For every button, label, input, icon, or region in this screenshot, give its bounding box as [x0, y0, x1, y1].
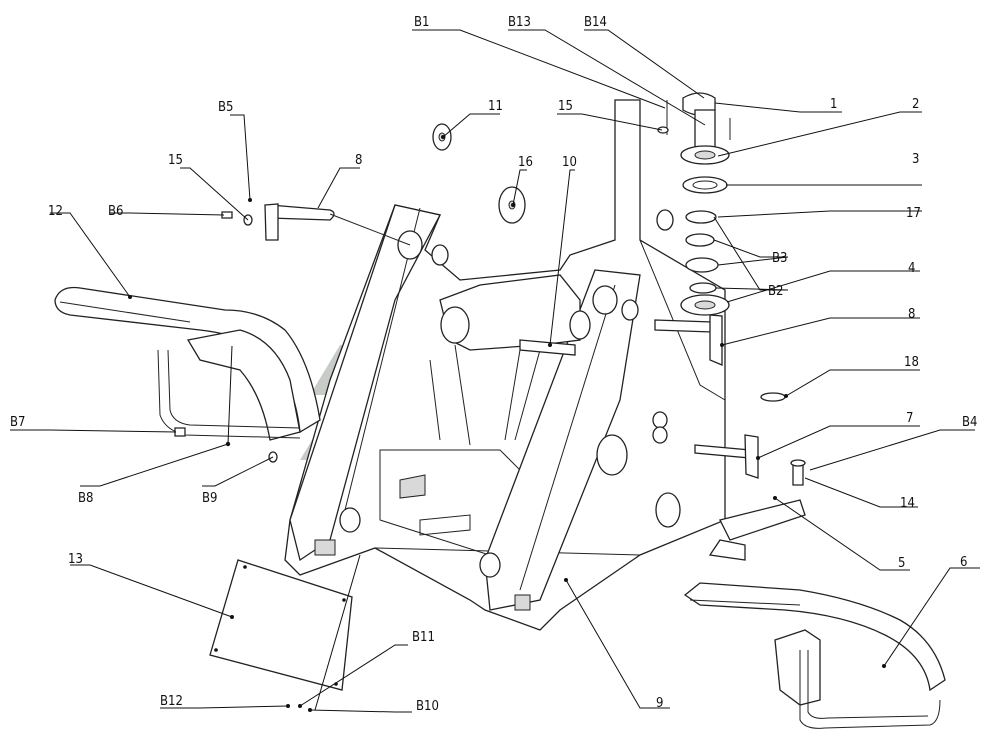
callout-b4: B4	[962, 415, 977, 430]
callout-9: 9	[656, 696, 663, 711]
callout-8-left: 8	[355, 153, 362, 168]
callout-b12: B12	[160, 694, 183, 709]
callout-b7: B7	[10, 415, 25, 430]
callout-4: 4	[908, 261, 915, 276]
callout-1: 1	[830, 97, 837, 112]
callout-b14: B14	[584, 15, 607, 30]
callout-b10: B10	[416, 699, 439, 714]
callout-b8: B8	[78, 491, 93, 506]
callout-b11: B11	[412, 630, 435, 645]
callout-17: 17	[906, 206, 921, 221]
left-mudguard	[54, 286, 321, 441]
callout-b5: B5	[218, 100, 233, 115]
leader-dots	[128, 135, 886, 712]
callout-14: 14	[900, 496, 915, 511]
callout-13: 13	[68, 552, 83, 567]
callout-b6: B6	[108, 204, 123, 219]
callout-b3: B3	[772, 251, 787, 266]
callout-b1: B1	[414, 15, 429, 30]
callout-12: 12	[48, 204, 63, 219]
callout-b13: B13	[508, 15, 531, 30]
callout-b9: B9	[202, 491, 217, 506]
callout-15-top: 15	[558, 99, 573, 114]
callout-18: 18	[904, 355, 919, 370]
leader-lines	[10, 29, 980, 713]
callout-5: 5	[898, 556, 905, 571]
cover-plate	[209, 559, 353, 691]
callout-11: 11	[488, 99, 503, 114]
callout-16: 16	[518, 155, 533, 170]
callout-3: 3	[912, 152, 919, 167]
callout-6: 6	[960, 555, 967, 570]
right-mudguard	[683, 499, 946, 729]
callout-7: 7	[906, 411, 913, 426]
callout-15-left: 15	[168, 153, 183, 168]
main-frame	[284, 99, 726, 631]
callout-2: 2	[912, 97, 919, 112]
callout-10: 10	[562, 155, 577, 170]
callout-labels: B1 B13 B14 15 1 2 3 17 B3 B2 4 8 18 7 B4…	[10, 15, 977, 714]
callout-8-right: 8	[908, 307, 915, 322]
pins	[264, 203, 806, 486]
callout-b2: B2	[768, 284, 783, 299]
